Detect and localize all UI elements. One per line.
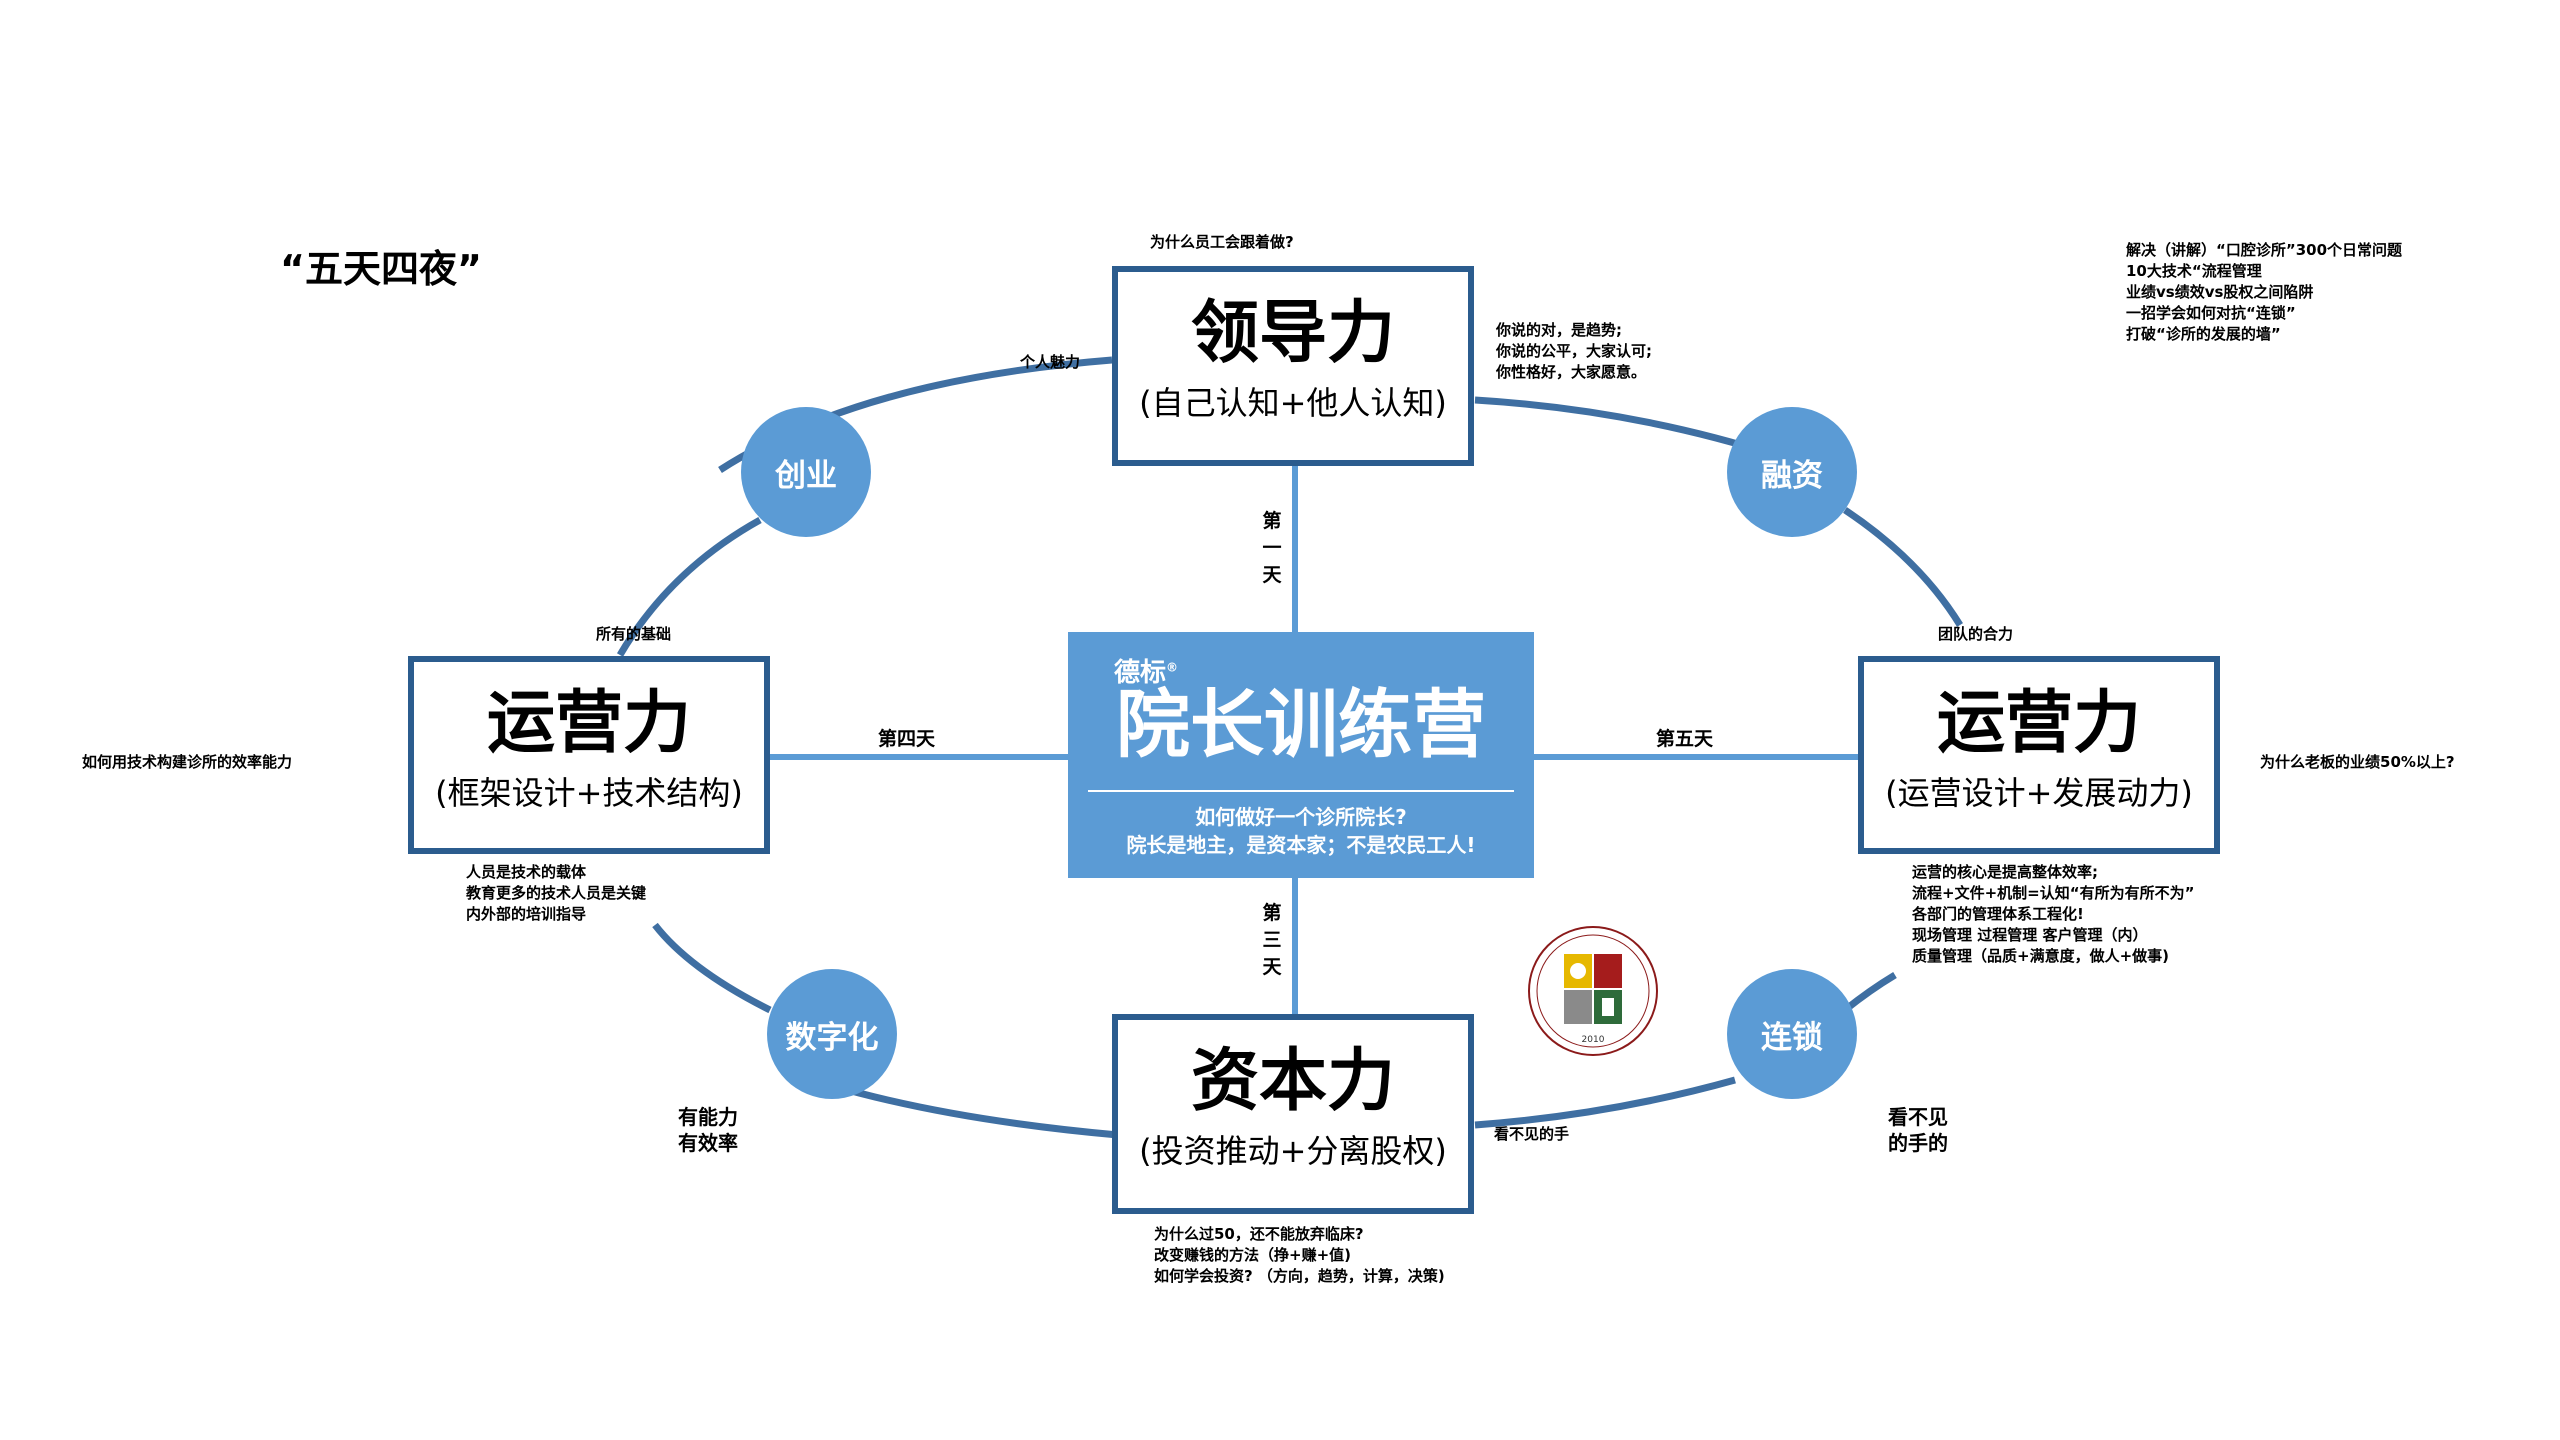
circle-liansuo: 连锁 <box>1727 969 1857 1099</box>
operations-right-title: 运营力 <box>1936 684 2141 763</box>
center-line-2: 院长是地主，是资本家；不是农民工人! <box>1126 833 1476 857</box>
day-label-right: 第五天 <box>1656 724 1714 751</box>
page-title: “五天四夜” <box>280 247 482 291</box>
note-left-question: 如何用技术构建诊所的效率能力 <box>82 753 293 771</box>
leadership-subtitle: (自己认知+他人认知) <box>1139 384 1447 422</box>
operations-left-box: 运营力 (框架设计+技术结构) <box>408 656 770 854</box>
brand-label: 德标® <box>1114 652 1178 689</box>
note-right-question: 为什么老板的业绩50%以上? <box>2260 753 2455 771</box>
ring-arc-left-bottom <box>652 922 772 1014</box>
note-right-box-4: 现场管理 过程管理 客户管理（内） <box>1912 926 2148 944</box>
note-leadership-1: 你说的对，是趋势; <box>1496 321 1622 339</box>
note-bottom-list: 为什么过50，还不能放弃临床? 改变赚钱的方法（挣+赚+值) 如何学会投资? （… <box>1154 1224 1445 1287</box>
note-capability-1: 有能力 <box>678 1105 738 1129</box>
note-capability-2: 有效率 <box>678 1131 738 1155</box>
note-top-right-list: 解决（讲解）“口腔诊所”300个日常问题 10大技术“流程管理 业绩vs绩效vs… <box>2126 240 2402 345</box>
note-capability-list: 有能力 有效率 <box>678 1104 738 1156</box>
operations-right-subtitle: (运营设计+发展动力) <box>1885 774 2193 812</box>
note-right-box-list: 运营的核心是提高整体效率; 流程+文件+机制=认知“有所为有所不为” 各部门的管… <box>1912 862 2194 967</box>
note-foundation: 所有的基础 <box>596 625 672 643</box>
operations-left-title: 运营力 <box>486 684 691 763</box>
day-label-bottom: 第三天 <box>1260 900 1284 981</box>
day-bottom-text: 第三天 <box>1262 902 1282 978</box>
note-invisible-hand-2-line2: 的手的 <box>1888 1131 1948 1155</box>
capital-title: 资本力 <box>1190 1042 1395 1121</box>
brand-name: 德标 <box>1114 658 1167 688</box>
circle-chuangye: 创业 <box>741 407 871 537</box>
seal-year: 2010 <box>1582 1035 1605 1045</box>
circle-rongzi: 融资 <box>1727 407 1857 537</box>
leadership-box: 领导力 (自己认知+他人认知) <box>1112 266 1474 466</box>
center-program-box: 德标® 院长训练营 如何做好一个诊所院长? 院长是地主，是资本家；不是农民工人! <box>1068 632 1534 878</box>
day-label-top: 第一天 <box>1260 508 1284 589</box>
ring-arc-right-bottom <box>1842 971 1897 1013</box>
note-invisible-hand-2: 看不见 的手的 <box>1888 1104 1948 1156</box>
ring-arc-bottom-left <box>829 1081 1119 1139</box>
note-bottom-1: 为什么过50，还不能放弃临床? <box>1154 1225 1364 1243</box>
seal-logo: 2010 <box>1528 926 1658 1056</box>
note-top-right-3: 业绩vs绩效vs股权之间陷阱 <box>2126 283 2314 301</box>
day-top-text: 第一天 <box>1262 510 1282 586</box>
day-label-left: 第四天 <box>878 724 936 751</box>
circle-shuzihua: 数字化 <box>767 969 897 1099</box>
note-right-box-3: 各部门的管理体系工程化! <box>1912 905 2084 923</box>
note-top-right-1: 解决（讲解）“口腔诊所”300个日常问题 <box>2126 241 2403 259</box>
leadership-title: 领导力 <box>1190 294 1395 373</box>
note-right-box-2: 流程+文件+机制=认知“有所为有所不为” <box>1912 884 2195 902</box>
note-top-right-2: 10大技术“流程管理 <box>2126 262 2262 280</box>
center-title: 院长训练营 <box>1116 682 1486 768</box>
center-divider <box>1088 790 1514 792</box>
capital-box: 资本力 (投资推动+分离股权) <box>1112 1014 1474 1214</box>
note-right-box-5: 质量管理（品质+满意度，做人+做事) <box>1912 947 2169 965</box>
ring-arc-left-top <box>616 516 762 657</box>
note-bottom-3: 如何学会投资? （方向，趋势，计算，决策) <box>1154 1267 1445 1285</box>
operations-right-box: 运营力 (运营设计+发展动力) <box>1858 656 2220 854</box>
note-bottom-2: 改变赚钱的方法（挣+赚+值) <box>1154 1246 1351 1264</box>
note-right-box-1: 运营的核心是提高整体效率; <box>1912 863 2098 881</box>
note-personal-charm: 个人魅力 <box>1020 353 1081 371</box>
note-top-right-5: 打破“诊所的发展的墙” <box>2126 325 2281 343</box>
note-top-right-4: 一招学会如何对抗“连锁” <box>2126 304 2296 322</box>
ring-arc-right-top <box>1843 507 1963 627</box>
ring-arc-bottom-right <box>1474 1076 1736 1129</box>
note-leadership-list: 你说的对，是趋势; 你说的公平，大家认可; 你性格好，大家愿意。 <box>1496 320 1652 383</box>
note-left-box-3: 内外部的培训指导 <box>466 905 587 923</box>
capital-subtitle: (投资推动+分离股权) <box>1139 1132 1447 1170</box>
note-leadership-3: 你性格好，大家愿意。 <box>1496 363 1647 381</box>
note-invisible-hand: 看不见的手 <box>1494 1125 1570 1143</box>
note-left-box-1: 人员是技术的载体 <box>466 863 587 881</box>
center-line-1: 如何做好一个诊所院长? <box>1195 805 1407 829</box>
note-left-box-list: 人员是技术的载体 教育更多的技术人员是关键 内外部的培训指导 <box>466 862 646 925</box>
note-team: 团队的合力 <box>1938 625 2014 643</box>
note-top-question: 为什么员工会跟着做? <box>1150 233 1294 251</box>
note-left-box-2: 教育更多的技术人员是关键 <box>466 884 647 902</box>
note-invisible-hand-2-line1: 看不见 <box>1888 1105 1948 1129</box>
brand-mark: ® <box>1166 660 1179 675</box>
operations-left-subtitle: (框架设计+技术结构) <box>435 774 743 812</box>
note-leadership-2: 你说的公平，大家认可; <box>1496 342 1652 360</box>
